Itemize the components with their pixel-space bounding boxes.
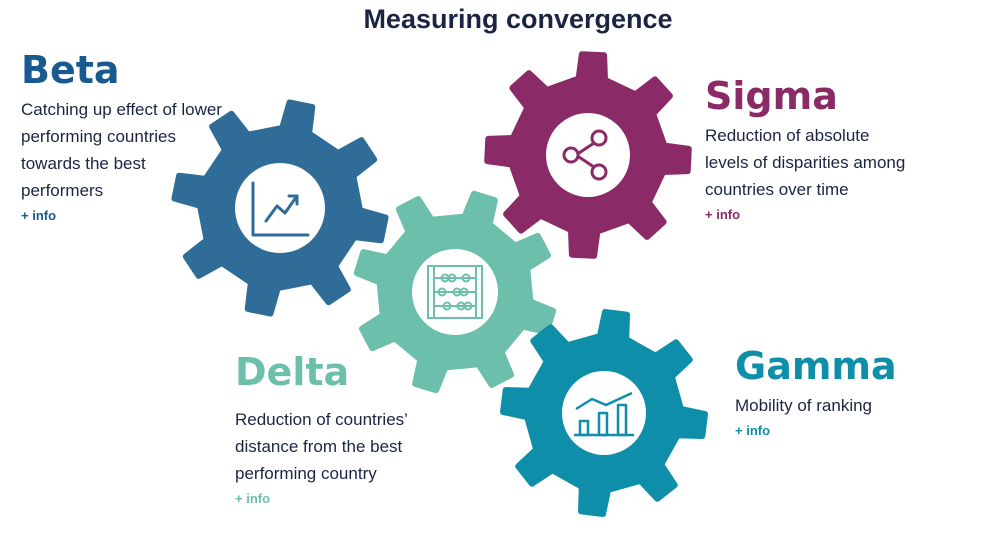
bar-chart-icon xyxy=(574,391,634,437)
sigma-gear-hub xyxy=(546,113,630,197)
gamma-block: Gamma Mobility of ranking + info xyxy=(735,344,955,440)
beta-gear[interactable] xyxy=(171,99,389,317)
delta-info-link[interactable]: + info xyxy=(235,491,271,506)
gamma-title: Gamma xyxy=(735,344,897,388)
gamma-description: Mobility of ranking xyxy=(735,396,873,415)
beta-block: Beta Catching up effect of lower perform… xyxy=(21,48,251,225)
gamma-gear[interactable] xyxy=(500,309,708,517)
sigma-title: Sigma xyxy=(705,74,838,118)
page-title: Measuring convergence xyxy=(363,4,673,34)
delta-title: Delta xyxy=(235,350,350,394)
sigma-description: Reduction of absolute levels of disparit… xyxy=(705,126,906,199)
beta-info-link[interactable]: + info xyxy=(21,208,57,223)
beta-title: Beta xyxy=(21,48,120,92)
sigma-block: Sigma Reduction of absolute levels of di… xyxy=(705,74,945,224)
abacus-icon xyxy=(427,265,483,319)
share-nodes-icon xyxy=(562,129,608,181)
line-chart-up-icon xyxy=(251,181,310,237)
gamma-info-link[interactable]: + info xyxy=(735,423,771,438)
delta-description: Reduction of countries’ distance from th… xyxy=(235,410,408,483)
sigma-info-link[interactable]: + info xyxy=(705,207,741,222)
beta-description: Catching up effect of lower performing c… xyxy=(21,100,222,200)
delta-gear[interactable] xyxy=(353,190,557,394)
delta-block: Delta Reduction of countries’ distance f… xyxy=(235,350,475,508)
sigma-gear[interactable] xyxy=(484,51,692,259)
